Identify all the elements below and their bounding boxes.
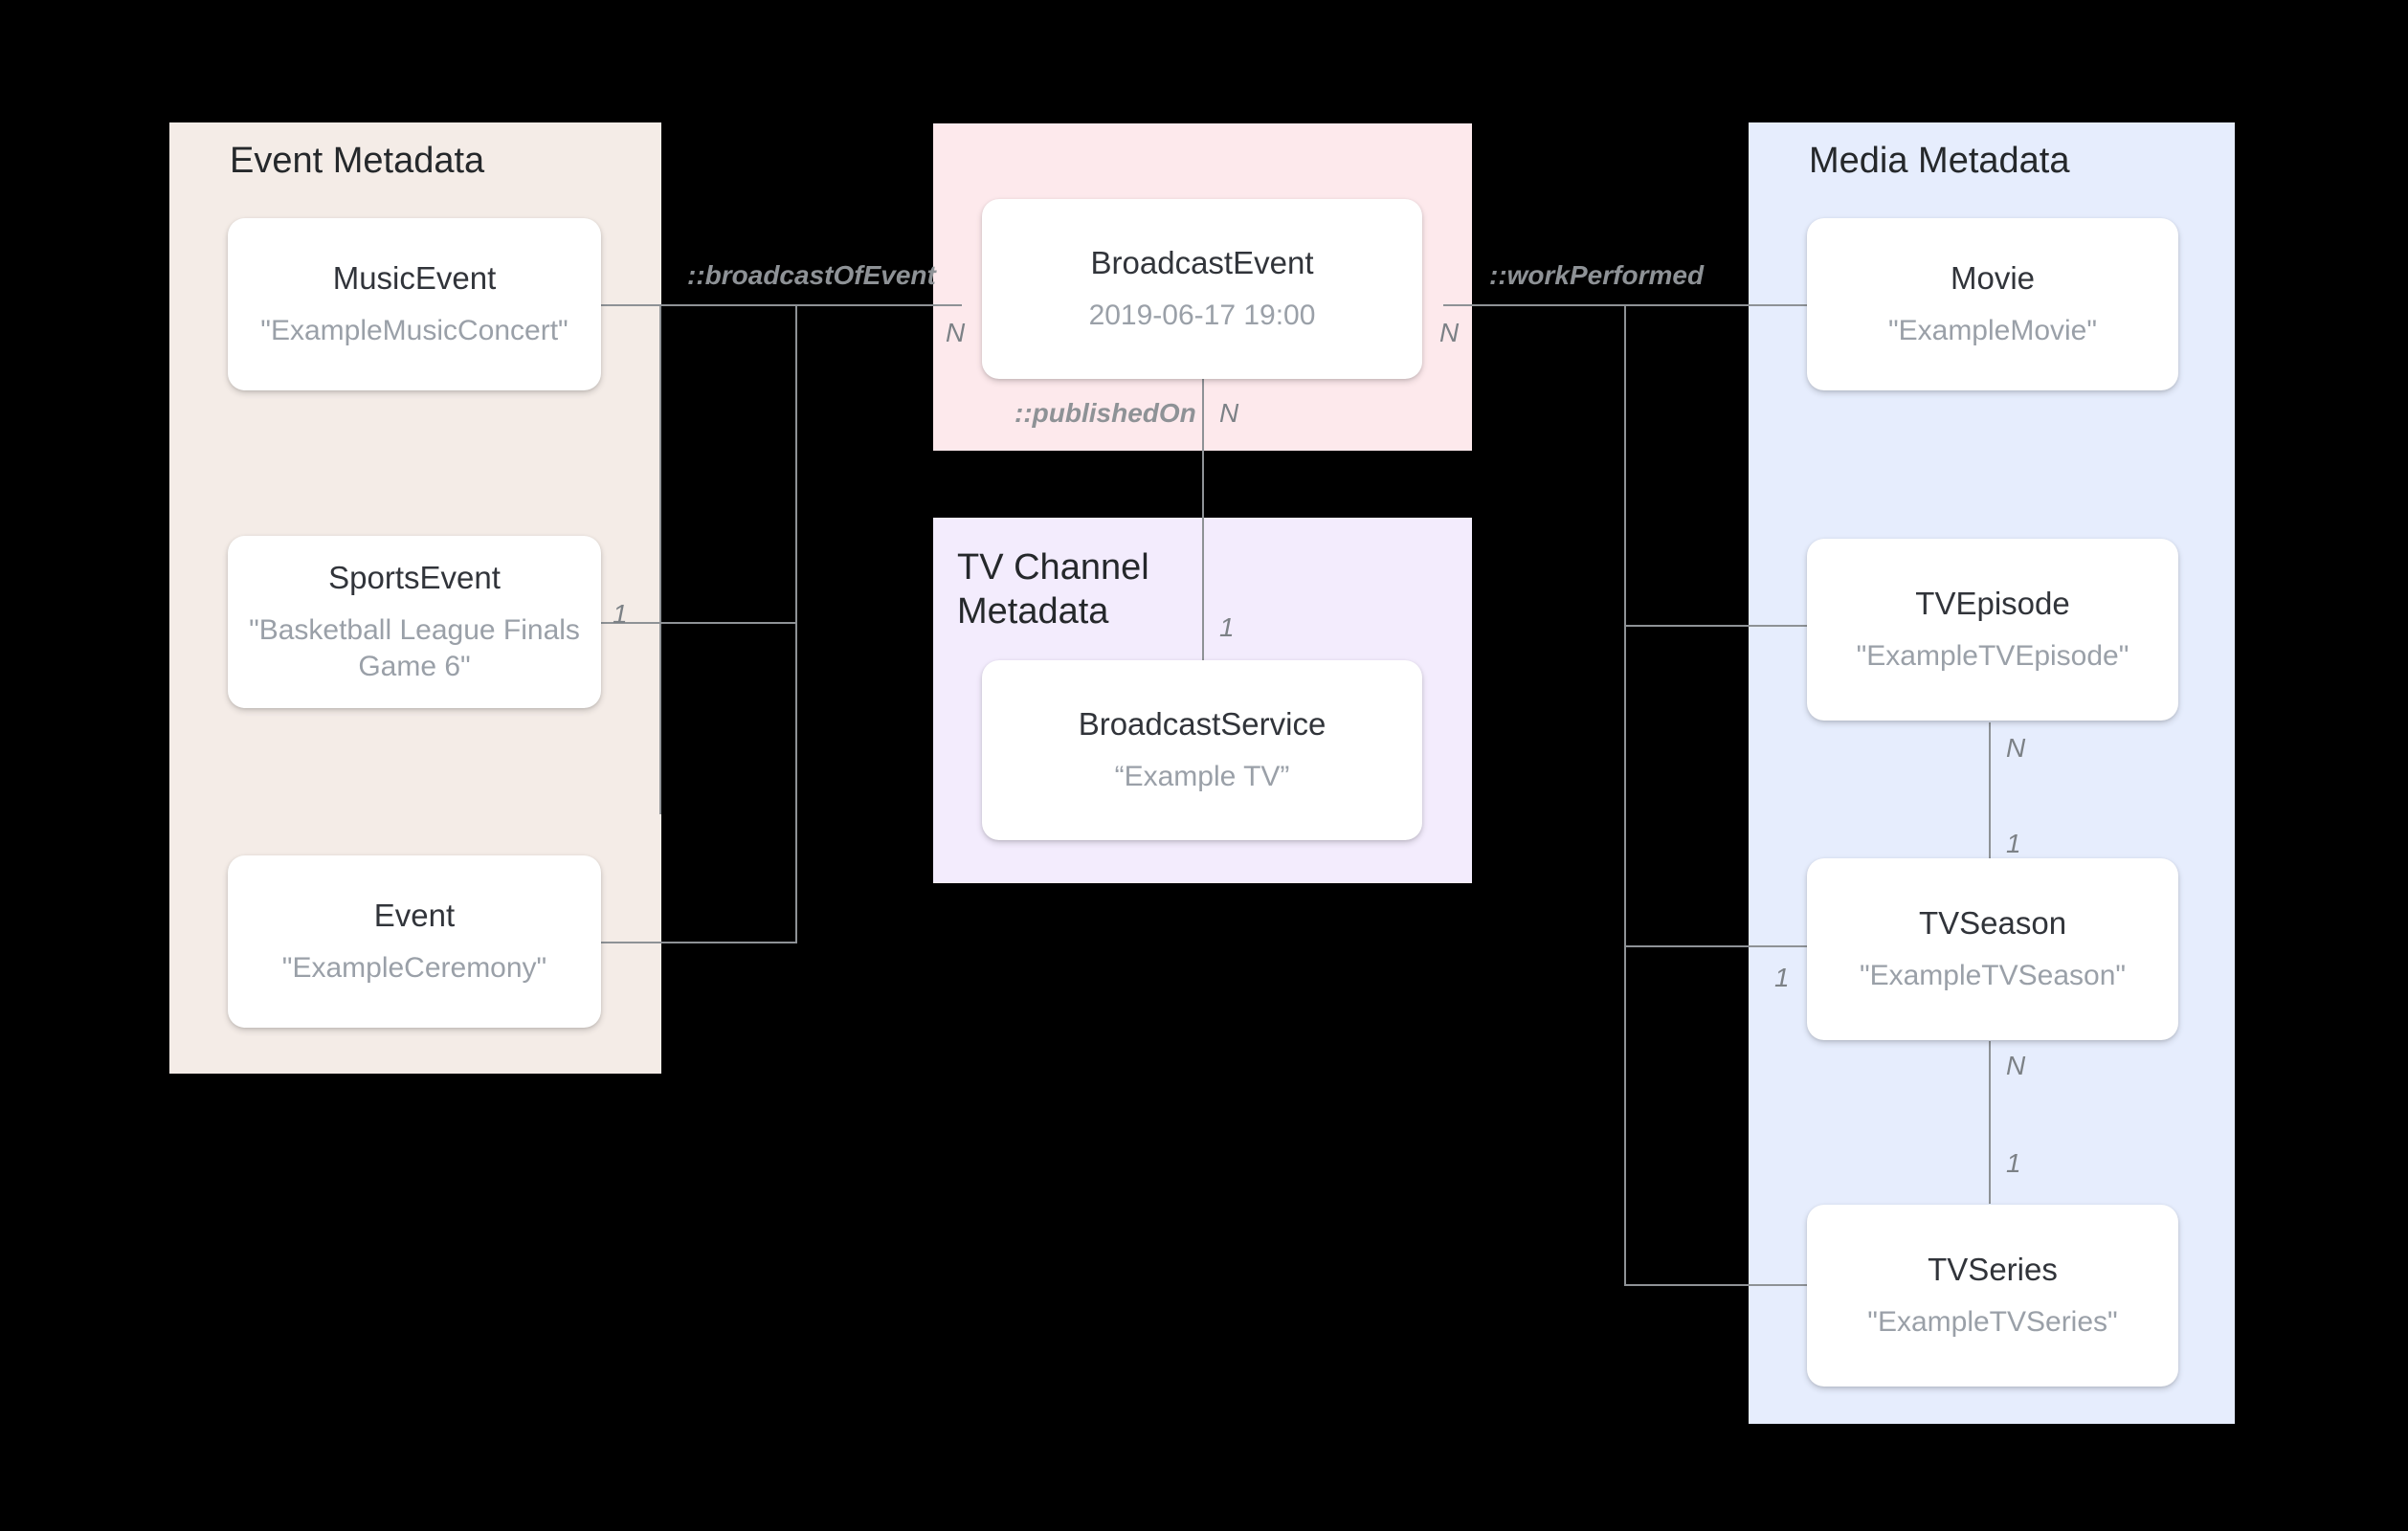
edge-published-on bbox=[1202, 379, 1204, 660]
node-value: "ExampleTVEpisode" bbox=[1856, 640, 2129, 672]
cardinality-tv-episode-bottom: N bbox=[2006, 733, 2026, 763]
node-broadcast-service[interactable]: BroadcastService “Example TV” bbox=[982, 660, 1422, 840]
node-value: "ExampleTVSeries" bbox=[1867, 1306, 2118, 1338]
node-broadcast-event[interactable]: BroadcastEvent 2019-06-17 19:00 bbox=[982, 199, 1422, 379]
cardinality-tv-season-bottom: N bbox=[2006, 1051, 2026, 1080]
edge-bus-to-tv-season bbox=[1624, 945, 1807, 947]
edge-sports-to-bus bbox=[598, 622, 797, 624]
edge-music-to-bus bbox=[598, 304, 962, 306]
cardinality-sports-event-right: 1 bbox=[613, 599, 628, 629]
relation-label-published-on: ::publishedOn bbox=[1014, 398, 1196, 428]
node-tv-episode[interactable]: TVEpisode "ExampleTVEpisode" bbox=[1807, 539, 2178, 721]
edge-bus-to-tv-episode bbox=[1624, 625, 1807, 627]
node-title: TVSeries bbox=[1928, 1252, 2058, 1287]
edge-right-bus-vertical bbox=[1624, 304, 1626, 1286]
edge-event-to-bus bbox=[598, 942, 797, 943]
node-movie[interactable]: Movie "ExampleMovie" bbox=[1807, 218, 2178, 390]
node-event[interactable]: Event "ExampleCeremony" bbox=[228, 855, 601, 1028]
group-title-event-metadata: Event Metadata bbox=[230, 141, 485, 181]
cardinality-tv-season-left: 1 bbox=[1774, 963, 1790, 992]
node-title: Movie bbox=[1950, 260, 2036, 296]
edge-bus-to-tv-series bbox=[1624, 1284, 1807, 1286]
node-tv-season[interactable]: TVSeason "ExampleTVSeason" bbox=[1807, 858, 2178, 1040]
node-title: Event bbox=[373, 898, 456, 933]
edge-season-to-series bbox=[1989, 1041, 1991, 1204]
node-value: "ExampleCeremony" bbox=[281, 952, 547, 984]
cardinality-tv-series-top: 1 bbox=[2006, 1148, 2021, 1178]
node-title: TVSeason bbox=[1918, 905, 2067, 941]
node-value: "ExampleMusicConcert" bbox=[260, 315, 569, 346]
cardinality-broadcast-event-left: N bbox=[946, 318, 966, 347]
node-value: “Example TV” bbox=[1114, 761, 1290, 792]
cardinality-broadcast-event-bottom: N bbox=[1219, 398, 1239, 428]
group-title-media-metadata: Media Metadata bbox=[1809, 141, 2070, 181]
relation-label-work-performed: ::workPerformed bbox=[1489, 260, 1705, 290]
node-value: "ExampleTVSeason" bbox=[1859, 960, 2127, 991]
relation-label-broadcast-of-event: ::broadcastOfEvent bbox=[687, 260, 936, 290]
node-sports-event[interactable]: SportsEvent "Basketball League Finals Ga… bbox=[228, 536, 601, 708]
node-title: SportsEvent bbox=[328, 560, 501, 595]
node-title: TVEpisode bbox=[1915, 586, 2070, 621]
node-value: "Basketball League Finals Game 6" bbox=[249, 614, 580, 682]
node-tv-series[interactable]: TVSeries "ExampleTVSeries" bbox=[1807, 1205, 2178, 1387]
group-title-tv-channel-metadata: TV Channel Metadata bbox=[957, 547, 1149, 632]
node-title: BroadcastEvent bbox=[1090, 245, 1314, 280]
cardinality-broadcast-service-top: 1 bbox=[1219, 612, 1235, 642]
node-value: 2019-06-17 19:00 bbox=[1088, 300, 1316, 331]
node-value: "ExampleMovie" bbox=[1887, 315, 2098, 346]
cardinality-tv-season-top: 1 bbox=[2006, 829, 2021, 858]
node-title: BroadcastService bbox=[1078, 706, 1327, 742]
cardinality-broadcast-event-right: N bbox=[1439, 318, 1460, 347]
edge-left-inner-vertical bbox=[659, 304, 661, 814]
node-title: MusicEvent bbox=[332, 260, 497, 296]
node-music-event[interactable]: MusicEvent "ExampleMusicConcert" bbox=[228, 218, 601, 390]
edge-episode-to-season bbox=[1989, 722, 1991, 885]
